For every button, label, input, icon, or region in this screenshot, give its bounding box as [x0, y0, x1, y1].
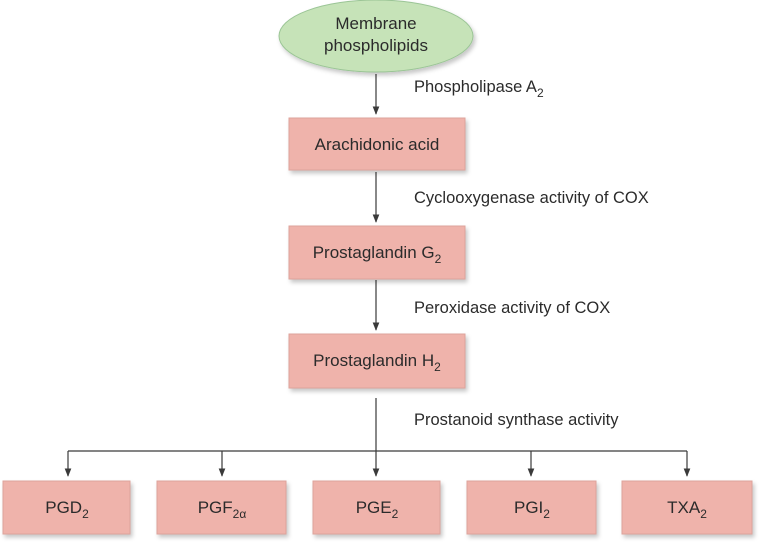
pge2-box	[312, 480, 441, 535]
pgf2a-label-base: PGF	[198, 498, 233, 517]
membrane-ellipse	[278, 0, 474, 73]
txa2-box	[621, 480, 753, 535]
edge-label-phospholipase: Phospholipase A2	[414, 78, 544, 100]
node-prostaglandin-h2: Prostaglandin H2	[288, 333, 466, 389]
node-arachidonic-acid: Arachidonic acid	[288, 117, 466, 171]
pgf2a-box	[156, 480, 287, 535]
pge2-label-base: PGE	[356, 498, 392, 517]
pgi2-label: PGI2	[514, 498, 550, 521]
membrane-label-line1: Membrane	[335, 14, 416, 33]
txa2-label: TXA2	[667, 498, 707, 521]
arachidonic-box	[288, 117, 466, 171]
txa2-label-base: TXA	[667, 498, 701, 517]
pgg2-label-base: Prostaglandin G	[313, 243, 435, 262]
node-pgi2: PGI2	[466, 480, 597, 535]
node-prostaglandin-g2: Prostaglandin G2	[288, 225, 466, 280]
node-txa2: TXA2	[621, 480, 753, 535]
edge-label-peroxidase: Peroxidase activity of COX	[414, 299, 610, 317]
pgg2-label-sub: 2	[435, 252, 442, 266]
node-pgd2: PGD2	[2, 480, 131, 535]
pgi2-box	[466, 480, 597, 535]
edge-label-phospholipase-base: Phospholipase A	[414, 78, 537, 96]
pgd2-box	[2, 480, 131, 535]
node-membrane-phospholipids: Membrane phospholipids	[278, 0, 474, 73]
edge-label-cyclooxygenase: Cyclooxygenase activity of COX	[414, 189, 649, 207]
pgf2a-label-sub: 2α	[233, 507, 247, 521]
edge-label-phospholipase-sub: 2	[537, 86, 544, 100]
product-row: PGD2 PGF2α PGE2 PGI2 TXA2	[2, 480, 753, 535]
edge-labels: Phospholipase A2 Cyclooxygenase activity…	[414, 78, 649, 429]
pgi2-label-sub: 2	[543, 507, 550, 521]
txa2-label-sub: 2	[700, 507, 707, 521]
pge2-label: PGE2	[356, 498, 399, 521]
pgh2-label-base: Prostaglandin H	[313, 351, 434, 370]
node-pge2: PGE2	[312, 480, 441, 535]
pgd2-label: PGD2	[45, 498, 89, 521]
connectors	[64, 74, 691, 477]
pgh2-label-sub: 2	[434, 360, 441, 374]
edge-label-prostanoid-synthase: Prostanoid synthase activity	[414, 411, 619, 429]
pge2-label-sub: 2	[392, 507, 399, 521]
node-pgf2a: PGF2α	[156, 480, 287, 535]
pgf2a-label: PGF2α	[198, 498, 247, 521]
arachidonic-label: Arachidonic acid	[315, 135, 440, 154]
pgh2-box	[288, 333, 466, 389]
pgg2-box	[288, 225, 466, 280]
membrane-label-line2: phospholipids	[324, 36, 428, 55]
pgi2-label-base: PGI	[514, 498, 543, 517]
pgh2-label: Prostaglandin H2	[313, 351, 441, 374]
pgg2-label: Prostaglandin G2	[313, 243, 442, 266]
pgd2-label-sub: 2	[82, 507, 89, 521]
pgd2-label-base: PGD	[45, 498, 82, 517]
